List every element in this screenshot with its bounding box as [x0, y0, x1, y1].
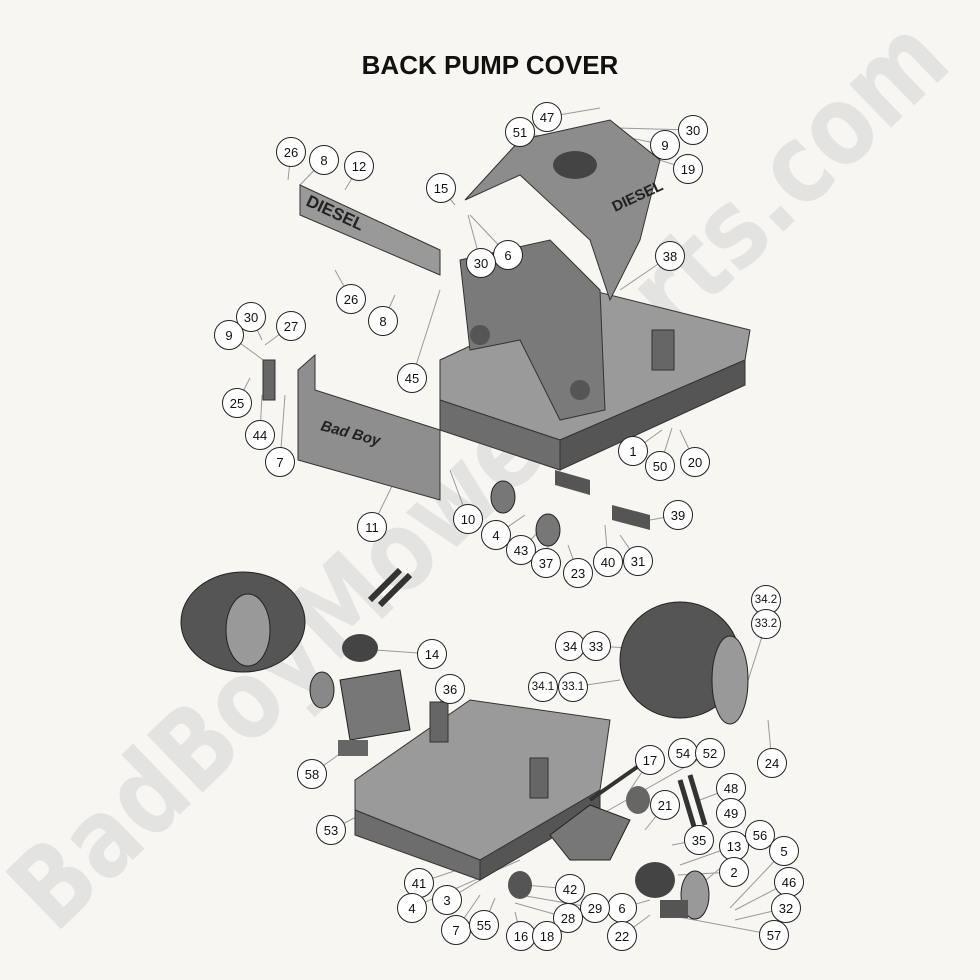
callout-42: 42	[555, 874, 585, 904]
callout-23: 23	[563, 558, 593, 588]
callout-47: 47	[532, 102, 562, 132]
callout-22: 22	[607, 921, 637, 951]
callout-37: 37	[531, 548, 561, 578]
callout-2: 2	[719, 857, 749, 887]
leader-line	[411, 859, 521, 909]
callout-26: 26	[276, 137, 306, 167]
callout-36: 36	[435, 674, 465, 704]
callout-4: 4	[397, 893, 427, 923]
pulleys	[490, 470, 650, 547]
callout-30: 30	[466, 248, 496, 278]
callout-55: 55	[469, 910, 499, 940]
callout-17: 17	[635, 745, 665, 775]
callout-33: 33	[581, 631, 611, 661]
upper-frame	[439, 239, 751, 471]
callout-35: 35	[684, 825, 714, 855]
callout-32: 32	[771, 893, 801, 923]
callout-34-1: 34.1	[528, 672, 558, 702]
callout-40: 40	[593, 547, 623, 577]
callout-7: 7	[441, 915, 471, 945]
callout-24: 24	[757, 748, 787, 778]
rear-guard: Bad Boy	[262, 353, 441, 501]
callout-30: 30	[678, 115, 708, 145]
callout-52: 52	[695, 738, 725, 768]
callout-7: 7	[265, 447, 295, 477]
callout-25: 25	[222, 388, 252, 418]
callout-39: 39	[663, 500, 693, 530]
callout-30: 30	[236, 302, 266, 332]
callout-29: 29	[580, 893, 610, 923]
left-motor-assembly	[309, 567, 413, 756]
callout-34: 34	[555, 631, 585, 661]
callout-20: 20	[680, 447, 710, 477]
callout-53: 53	[316, 815, 346, 845]
callout-50: 50	[645, 451, 675, 481]
callout-10: 10	[453, 504, 483, 534]
callout-4: 4	[481, 520, 511, 550]
callout-11: 11	[357, 512, 387, 542]
callout-9: 9	[214, 320, 244, 350]
callout-51: 51	[505, 117, 535, 147]
callout-16: 16	[506, 921, 536, 951]
lower-frame	[354, 699, 611, 881]
callout-1: 1	[618, 436, 648, 466]
diagram-title: BACK PUMP COVER	[361, 50, 619, 80]
callout-38: 38	[655, 241, 685, 271]
callout-31: 31	[623, 546, 653, 576]
callout-54: 54	[668, 738, 698, 768]
callout-26: 26	[336, 284, 366, 314]
callout-6: 6	[493, 240, 523, 270]
right-motor-assembly	[508, 763, 710, 920]
callout-21: 21	[650, 790, 680, 820]
callout-27: 27	[276, 311, 306, 341]
wheels	[180, 571, 749, 725]
callout-33-2: 33.2	[751, 609, 781, 639]
callout-9: 9	[650, 130, 680, 160]
callout-8: 8	[368, 306, 398, 336]
callout-18: 18	[532, 921, 562, 951]
callout-14: 14	[417, 639, 447, 669]
callout-44: 44	[245, 420, 275, 450]
leader-line	[667, 914, 775, 936]
callout-6: 6	[607, 893, 637, 923]
callout-46: 46	[774, 867, 804, 897]
callout-15: 15	[426, 173, 456, 203]
callout-33-1: 33.1	[558, 672, 588, 702]
callout-5: 5	[769, 836, 799, 866]
callout-8: 8	[309, 145, 339, 175]
callout-58: 58	[297, 759, 327, 789]
callout-12: 12	[344, 151, 374, 181]
callout-49: 49	[716, 798, 746, 828]
callout-3: 3	[432, 885, 462, 915]
callout-19: 19	[673, 154, 703, 184]
callout-13: 13	[719, 831, 749, 861]
callout-45: 45	[397, 363, 427, 393]
callout-57: 57	[759, 920, 789, 950]
diesel-plate: DIESEL	[299, 184, 441, 276]
